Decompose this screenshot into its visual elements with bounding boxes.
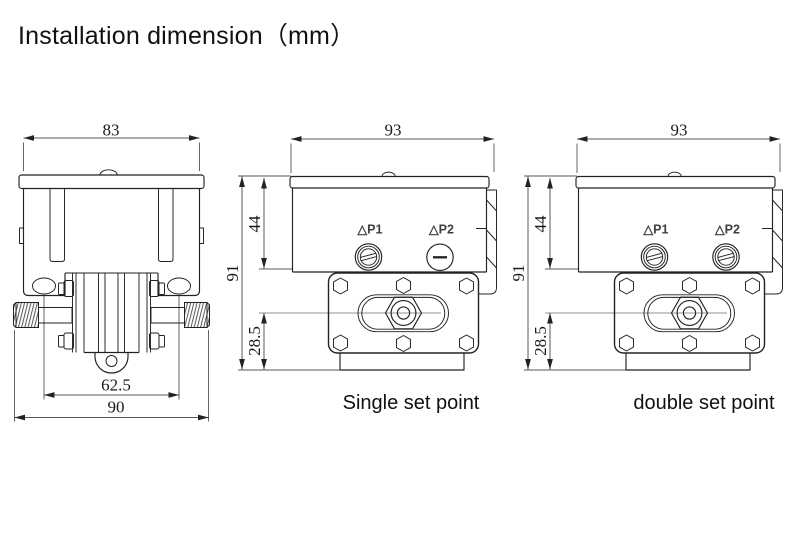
dim-93: 93: [671, 121, 688, 140]
page-title: Installation dimension（mm）: [18, 22, 356, 50]
p1-adjust-screw: [354, 243, 383, 271]
front-view-body: [13, 169, 210, 374]
front-view-dimensions: [14, 135, 209, 422]
dim-28-5: 28.5: [531, 326, 550, 356]
threaded-fittings: [13, 302, 210, 328]
double-set-point-view: 93 44 91 28.5 △P1 △P2 double set point: [509, 121, 783, 414]
dim-62-5: 62.5: [101, 376, 131, 395]
side-bolts: [58, 280, 165, 350]
single-set-point-view: 93 44 91 28.5 △P1 △P2 Single set point: [223, 121, 497, 414]
p2-adjust-screw: [712, 243, 740, 271]
port-p2-label: △P2: [428, 223, 454, 237]
double-set-point-caption: double set point: [633, 392, 775, 414]
dim-83: 83: [103, 121, 120, 140]
p2-port: [426, 243, 454, 272]
dim-44: 44: [531, 215, 550, 233]
dim-90: 90: [108, 398, 125, 417]
port-p1-label: △P1: [643, 223, 669, 237]
p1-adjust-screw: [640, 243, 669, 271]
front-view: 83 62.5 90: [13, 121, 210, 422]
single-set-point-caption: Single set point: [343, 392, 480, 414]
port-p2-label: △P2: [714, 223, 740, 237]
dim-91: 91: [223, 265, 242, 282]
dim-93: 93: [385, 121, 402, 140]
dim-44: 44: [245, 215, 264, 233]
port-p1-label: △P1: [357, 223, 383, 237]
dim-91: 91: [509, 265, 528, 282]
dim-28-5: 28.5: [245, 326, 264, 356]
